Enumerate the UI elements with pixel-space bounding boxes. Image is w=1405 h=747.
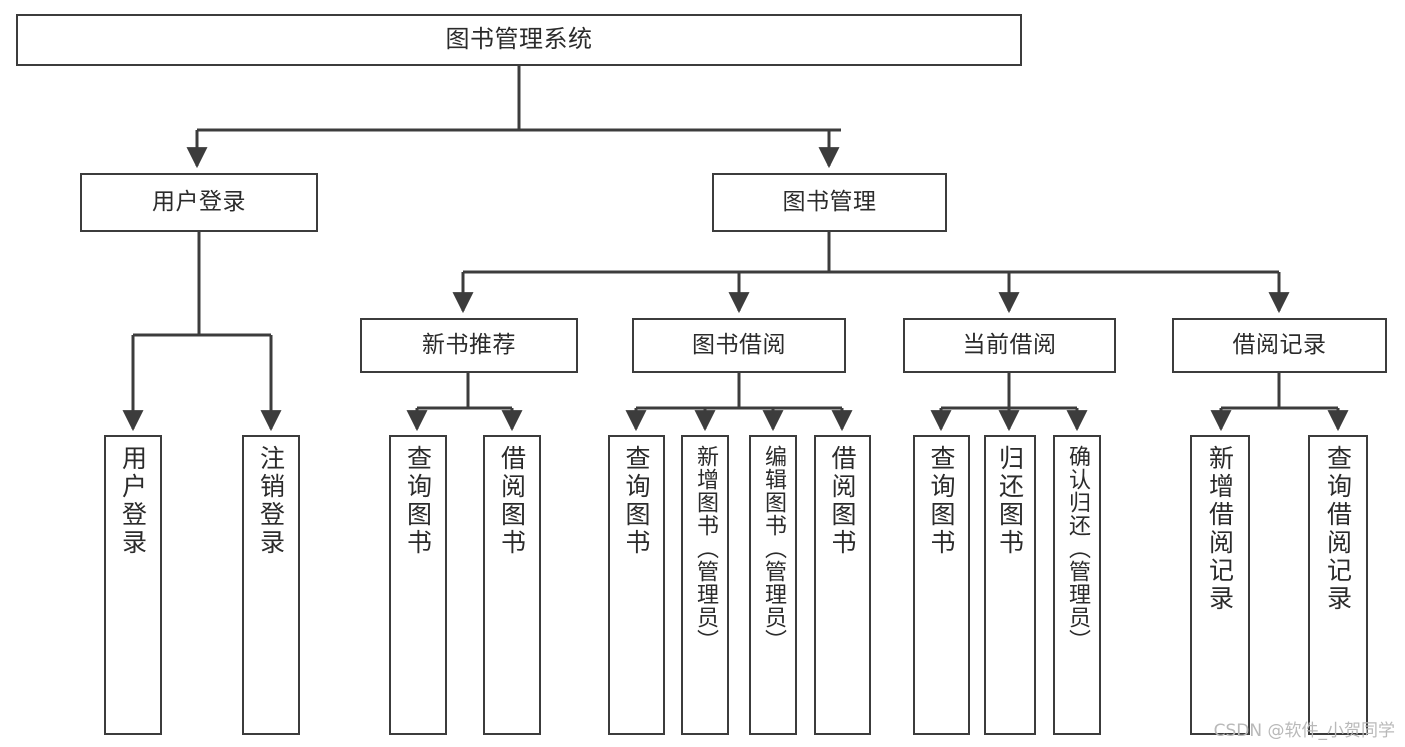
leaf-current-return-book[interactable]: 归还图书 (984, 435, 1036, 735)
node-label: 新书推荐 (422, 332, 516, 359)
node-label: 查询图书 (622, 445, 651, 557)
leaf-record-add-borrow-record[interactable]: 新增借阅记录 (1190, 435, 1250, 735)
node-label: 归还图书 (995, 445, 1025, 557)
node-label: 借阅图书 (828, 445, 857, 557)
leaf-logout-login[interactable]: 注销登录 (242, 435, 300, 735)
leaf-borrow-edit-book-admin[interactable]: 编辑图书（管理员） (749, 435, 797, 735)
leaf-current-query-book[interactable]: 查询图书 (913, 435, 970, 735)
node-book-management[interactable]: 图书管理 (712, 173, 947, 232)
leaf-user-login[interactable]: 用户登录 (104, 435, 162, 735)
node-label: 查询借阅记录 (1323, 445, 1353, 613)
node-user-login[interactable]: 用户登录 (80, 173, 318, 232)
node-label: 当前借阅 (962, 332, 1057, 359)
node-label: 用户登录 (118, 445, 148, 557)
leaf-borrow-query-book[interactable]: 查询图书 (608, 435, 665, 735)
leaf-borrow-add-book-admin[interactable]: 新增图书（管理员） (681, 435, 729, 735)
node-label: 用户登录 (152, 189, 246, 216)
node-label: 查询图书 (927, 445, 956, 557)
leaf-newbook-borrow-book[interactable]: 借阅图书 (483, 435, 541, 735)
node-label: 编辑图书（管理员） (761, 445, 786, 652)
leaf-current-confirm-return-admin[interactable]: 确认归还（管理员） (1053, 435, 1101, 735)
node-label: 确认归还（管理员） (1065, 445, 1090, 652)
node-label: 借阅记录 (1232, 332, 1327, 359)
node-label: 新增借阅记录 (1205, 445, 1235, 613)
node-current-borrow[interactable]: 当前借阅 (903, 318, 1116, 373)
node-label: 借阅图书 (497, 445, 527, 557)
node-label: 注销登录 (256, 445, 286, 557)
node-label: 查询图书 (403, 445, 433, 557)
leaf-newbook-query-book[interactable]: 查询图书 (389, 435, 447, 735)
csdn-watermark: CSDN @软件_小贺同学 (1213, 721, 1395, 741)
node-root-system[interactable]: 图书管理系统 (16, 14, 1022, 66)
node-new-book-recommend[interactable]: 新书推荐 (360, 318, 578, 373)
node-label: 图书借阅 (692, 332, 786, 359)
leaf-record-query-borrow-record[interactable]: 查询借阅记录 (1308, 435, 1368, 735)
node-label: 图书管理 (782, 189, 877, 216)
node-book-borrow[interactable]: 图书借阅 (632, 318, 846, 373)
node-borrow-record[interactable]: 借阅记录 (1172, 318, 1387, 373)
node-label: 图书管理系统 (445, 25, 593, 54)
leaf-borrow-borrow-book[interactable]: 借阅图书 (814, 435, 871, 735)
node-label: 新增图书（管理员） (693, 445, 718, 652)
